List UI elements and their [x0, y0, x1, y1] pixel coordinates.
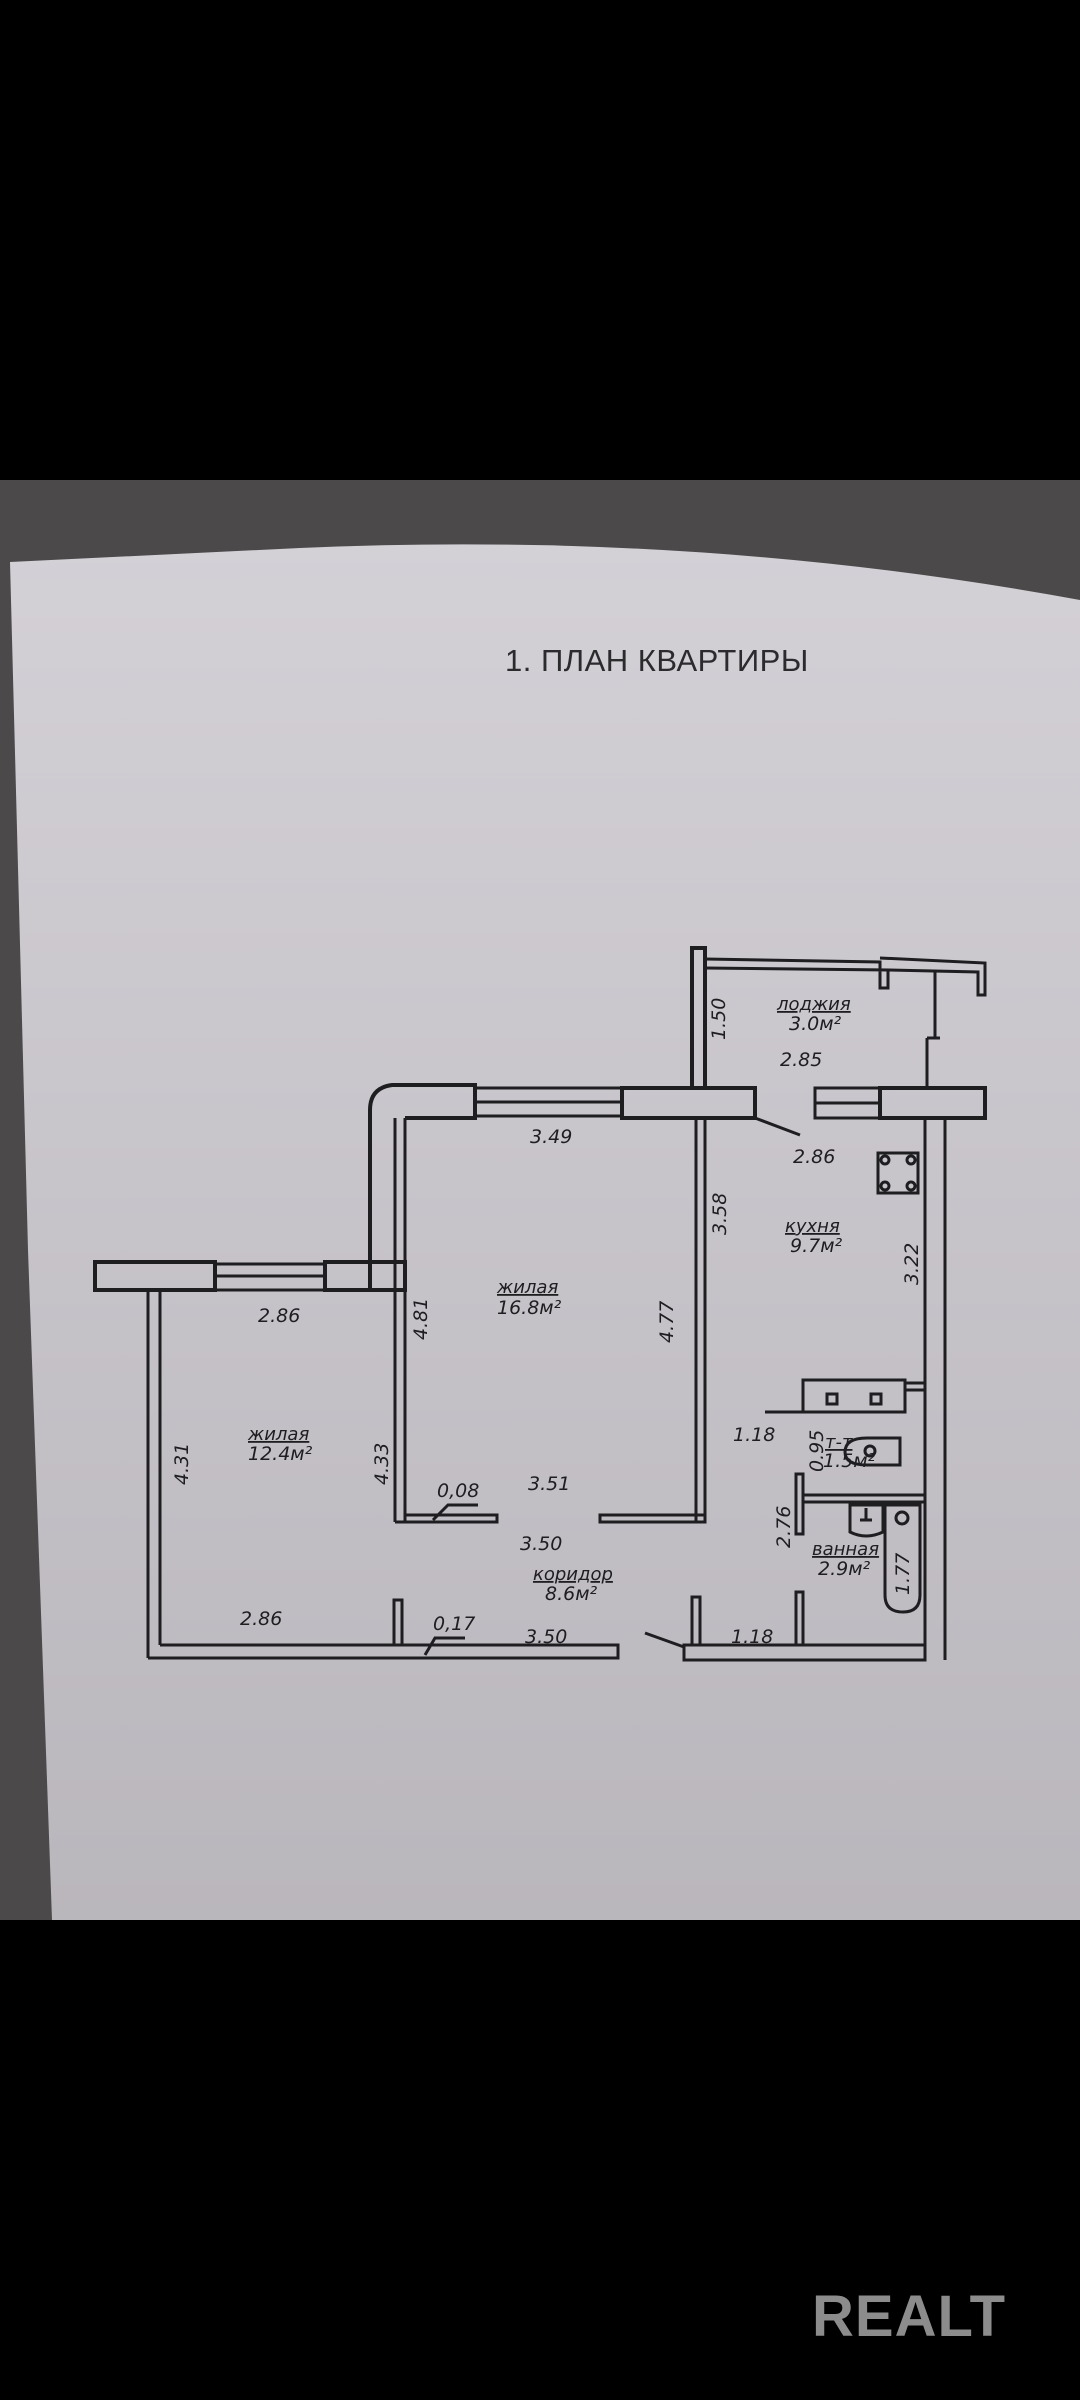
dim-hall-width-2: 1.18 [731, 1626, 773, 1648]
dim-living-large-right: 4.77 [656, 1301, 678, 1343]
room-name-loggia: лоджия [776, 994, 851, 1015]
room-name-corridor: коридор [533, 1564, 613, 1585]
room-area-living-small: 12.4м² [248, 1443, 313, 1465]
room-area-bathroom: 2.9м² [818, 1558, 871, 1580]
dim-living-large-bottom: 3.51 [528, 1473, 570, 1495]
sink-icon [848, 1503, 885, 1538]
pier-wall-2 [620, 1086, 757, 1120]
page-title: 1. ПЛАН КВАРТИРЫ [505, 643, 809, 678]
dim-corridor-bottom: 3.50 [525, 1626, 567, 1648]
dim-living-large-left: 4.81 [410, 1298, 432, 1340]
dim-living-small-right: 4.33 [371, 1443, 393, 1485]
room-area-living-large: 16.8м² [497, 1297, 562, 1319]
room-name-living-large: жилая [496, 1277, 558, 1298]
dim-living-small-top: 2.86 [258, 1305, 300, 1327]
room-area-toilet: 1.5м² [823, 1450, 876, 1472]
dim-hall-width-1: 1.18 [733, 1424, 775, 1446]
realt-logo: REALT [812, 2283, 1006, 2350]
dim-kitchen-left: 3.58 [709, 1193, 731, 1235]
dim-wall-offset-1: 0,08 [437, 1480, 479, 1502]
dim-kitchen-width: 2.86 [793, 1146, 835, 1168]
paper [10, 544, 1080, 1920]
dim-wall-offset-2: 0,17 [433, 1613, 475, 1635]
dim-living-large-top: 3.49 [530, 1126, 572, 1148]
document-photo: лоджия 3.0м² кухня 9.7м² жилая 16.8м² жи… [0, 480, 1080, 1920]
room-area-kitchen: 9.7м² [790, 1235, 843, 1257]
dim-loggia-height: 1.50 [708, 998, 730, 1040]
bathtub-icon [883, 1503, 922, 1614]
room-area-loggia: 3.0м² [789, 1013, 842, 1035]
dim-corridor-top: 3.50 [520, 1533, 562, 1555]
floor-plan-sheet: лоджия 3.0м² кухня 9.7м² жилая 16.8м² жи… [0, 480, 1080, 1920]
dim-living-small-left: 4.31 [171, 1443, 193, 1485]
dim-tub-length: 1.77 [892, 1553, 914, 1595]
room-name-living-small: жилая [247, 1424, 309, 1445]
pier-wall-3 [878, 1086, 987, 1120]
dim-toilet-width: 0.95 [806, 1430, 828, 1472]
dim-living-small-bottom: 2.86 [240, 1608, 282, 1630]
stove-icon [876, 1151, 920, 1195]
dim-loggia-width: 2.85 [780, 1049, 822, 1071]
dim-bath-height: 2.76 [773, 1506, 795, 1548]
watermark-text: REALT [812, 2284, 1007, 2349]
room-area-corridor: 8.6м² [545, 1583, 598, 1605]
room-name-kitchen: кухня [785, 1216, 840, 1237]
room-name-bathroom: ванная [812, 1539, 879, 1560]
room-name-toilet: т-т [825, 1432, 853, 1453]
toilet-icon [843, 1436, 902, 1467]
dim-kitchen-right: 3.22 [901, 1243, 923, 1285]
